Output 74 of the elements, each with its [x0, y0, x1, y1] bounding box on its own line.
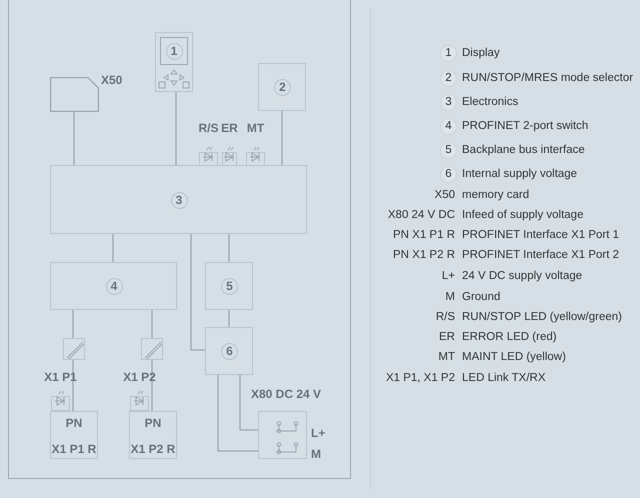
transformer-symbol [63, 338, 85, 360]
legend-text: MAINT LED (yellow) [462, 350, 566, 364]
legend-text: PROFINET Interface X1 Port 2 [462, 248, 620, 262]
connector-line [151, 310, 153, 338]
legend-text: RUN/STOP LED (yellow/green) [462, 310, 622, 324]
port-box [50, 411, 98, 459]
transformer-symbol [141, 338, 163, 360]
port-label: X1 P1 R [52, 442, 96, 456]
legend-key: M [445, 290, 455, 304]
legend-key: PN X1 P1 R [393, 228, 455, 242]
terminal-label: L+ [311, 426, 326, 440]
terminal-label: M [311, 447, 321, 461]
backplane-interface-box [205, 262, 253, 310]
legend-key: X80 24 V DC [388, 208, 455, 222]
callout-number: 6 [221, 343, 238, 360]
callout-number: 5 [440, 142, 457, 159]
legend-text: PROFINET 2-port switch [462, 119, 588, 133]
callout-number: 1 [166, 42, 182, 60]
callout-number: 1 [440, 45, 457, 62]
led-label: X1 P1 [44, 370, 77, 384]
callout-number: 5 [221, 278, 238, 295]
connector-line [175, 92, 177, 165]
led-label: ER [221, 121, 238, 135]
callout-number: 3 [170, 192, 188, 208]
display-panel [155, 32, 193, 92]
legend-key: PN X1 P2 R [393, 248, 455, 262]
port-label: X1 P2 R [130, 442, 176, 456]
connector-line [72, 360, 74, 411]
legend-key: MT [438, 350, 455, 364]
connector-line [281, 111, 283, 165]
legend-text: LED Link TX/RX [462, 371, 546, 385]
connector-line [151, 360, 153, 411]
legend-key: L+ [442, 269, 455, 283]
legend-text: Ground [462, 290, 500, 304]
connector-line [228, 310, 230, 327]
connector-line [217, 375, 258, 452]
callout-number: 6 [440, 166, 457, 183]
connector-label: X80 DC 24 V [251, 387, 322, 401]
connector-line [112, 234, 114, 262]
mode-selector-box [258, 63, 306, 111]
port-label: PN [66, 416, 82, 430]
supply-voltage-box [205, 327, 253, 375]
callout-number: 2 [274, 79, 291, 96]
legend-key: R/S [436, 310, 455, 324]
legend-key: X1 P1, X1 P2 [386, 371, 455, 385]
legend-text: PROFINET Interface X1 Port 1 [462, 228, 620, 242]
legend-text: Display [462, 46, 500, 60]
legend-text: RUN/STOP/MRES mode selector [462, 71, 634, 85]
legend-text: Internal supply voltage [462, 167, 578, 181]
connector-line [190, 234, 205, 351]
callout-number: 3 [440, 94, 457, 111]
legend-text: 24 V DC supply voltage [462, 269, 582, 283]
connector-line [239, 375, 258, 431]
led-label: MT [246, 121, 264, 135]
led-label: X1 P2 [123, 370, 156, 384]
legend-text: Electronics [462, 95, 518, 109]
port-box [129, 411, 177, 459]
legend-key: ER [439, 330, 455, 344]
callout-number: 4 [440, 118, 457, 135]
port-label: PN [144, 416, 162, 430]
connector-line [228, 234, 230, 262]
legend-text: memory card [462, 188, 530, 202]
connector-line [73, 112, 75, 165]
switch-box [50, 262, 177, 310]
legend-key: X50 [434, 188, 455, 202]
legend-text: Infeed of supply voltage [462, 208, 584, 222]
led-label: R/S [198, 121, 218, 135]
legend-text: ERROR LED (red) [462, 330, 557, 344]
legend-text: Backplane bus interface [462, 143, 585, 157]
slot-label: X50 [101, 73, 122, 87]
callout-number: 2 [440, 70, 457, 87]
callout-number: 4 [106, 278, 122, 295]
electronics-box [50, 165, 307, 234]
connector-line [72, 310, 74, 338]
